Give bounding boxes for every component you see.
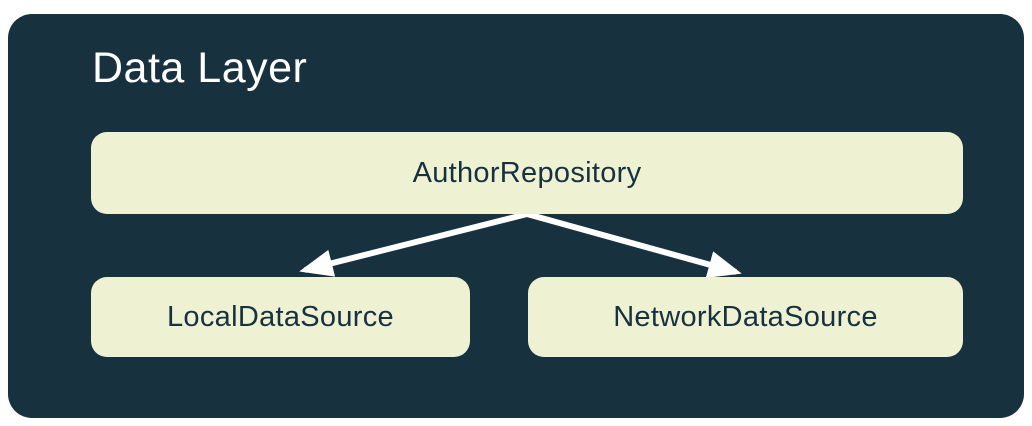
arrow-repository-to-local xyxy=(299,211,528,277)
node-network-data-source: NetworkDataSource xyxy=(528,277,963,357)
node-local-data-source: LocalDataSource xyxy=(91,277,470,357)
node-network-data-source-label: NetworkDataSource xyxy=(613,300,878,333)
data-layer-container: Data Layer AuthorRepository LocalDataSou… xyxy=(8,14,1024,418)
node-author-repository-label: AuthorRepository xyxy=(412,156,642,189)
data-layer-title: Data Layer xyxy=(92,44,308,92)
node-author-repository: AuthorRepository xyxy=(91,132,963,214)
arrow-repository-to-network xyxy=(526,211,742,278)
node-local-data-source-label: LocalDataSource xyxy=(167,300,394,333)
